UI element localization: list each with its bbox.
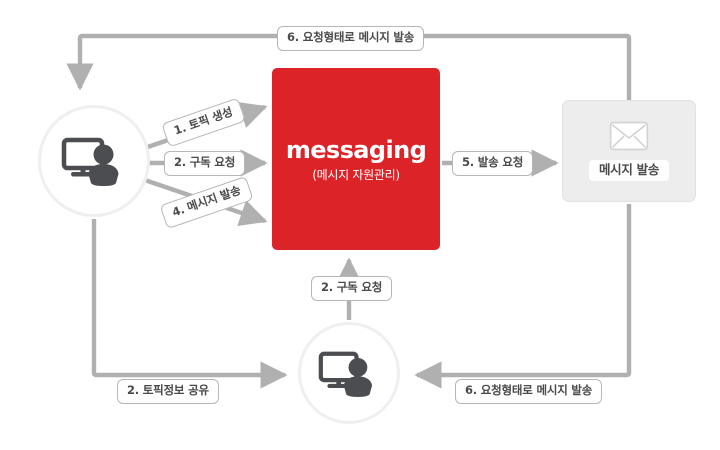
flow-line-bottom-return <box>414 204 632 389</box>
messaging-title: messaging <box>285 135 427 164</box>
flow-line-share-topic-info <box>91 219 288 389</box>
flow-label-dispatch-request: 5. 발송 요청 <box>452 151 534 176</box>
message-dispatch-node: 메시지 발송 <box>562 100 696 202</box>
flow-label-share-topic-info: 2. 토픽정보 공유 <box>117 379 219 404</box>
flow-label-subscribe-bottom: 2. 구독 요청 <box>311 276 393 301</box>
user-monitor-icon <box>318 351 373 397</box>
actor-bottom <box>298 322 400 424</box>
message-dispatch-caption: 메시지 발송 <box>588 159 670 182</box>
flow-label-top-return: 6. 요청형태로 메시지 발송 <box>277 26 425 51</box>
user-monitor-icon <box>61 137 119 186</box>
messaging-node: messaging (메시지 자원관리) <box>272 68 440 250</box>
flow-label-subscribe-top: 2. 구독 요청 <box>164 151 246 176</box>
actor-top <box>38 105 150 217</box>
envelope-icon <box>609 121 649 150</box>
flow-label-bottom-return: 6. 요청형태로 메시지 발송 <box>455 379 603 404</box>
messaging-subtitle: (메시지 자원관리) <box>312 167 400 182</box>
